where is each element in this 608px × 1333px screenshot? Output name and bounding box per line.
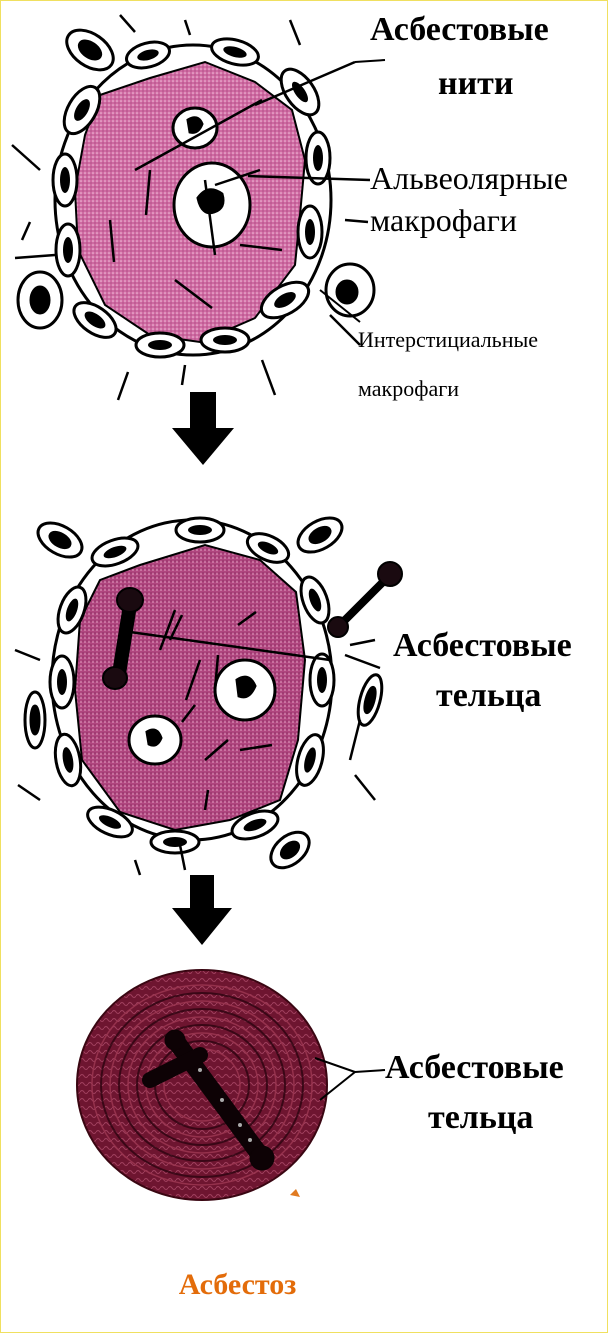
caption-asbestosis: Асбестоз (0, 1268, 475, 1302)
arrow-down-icon (172, 392, 234, 465)
label-interstitial-macrophages-line2: макрофаги (358, 376, 459, 401)
label-alveolar-macrophages-line2: макрофаги (370, 202, 517, 239)
label-asbestos-bodies-bottom-line1: Асбестовые (385, 1048, 564, 1087)
label-asbestos-bodies-mid-line1: Асбестовые (393, 626, 572, 665)
arrow-down-icon (172, 875, 232, 945)
nodule-mark (290, 1189, 300, 1197)
label-asbestos-fibers-line2: нити (438, 64, 513, 103)
label-asbestos-bodies-bottom-line2: тельца (428, 1098, 533, 1137)
label-asbestos-fibers-line1: Асбестовые (370, 10, 549, 49)
label-interstitial-macrophages-line1: Интерстициальные (358, 327, 538, 352)
label-asbestos-bodies-mid-line2: тельца (436, 676, 541, 715)
label-alveolar-macrophages-line1: Альвеолярные (370, 160, 568, 197)
